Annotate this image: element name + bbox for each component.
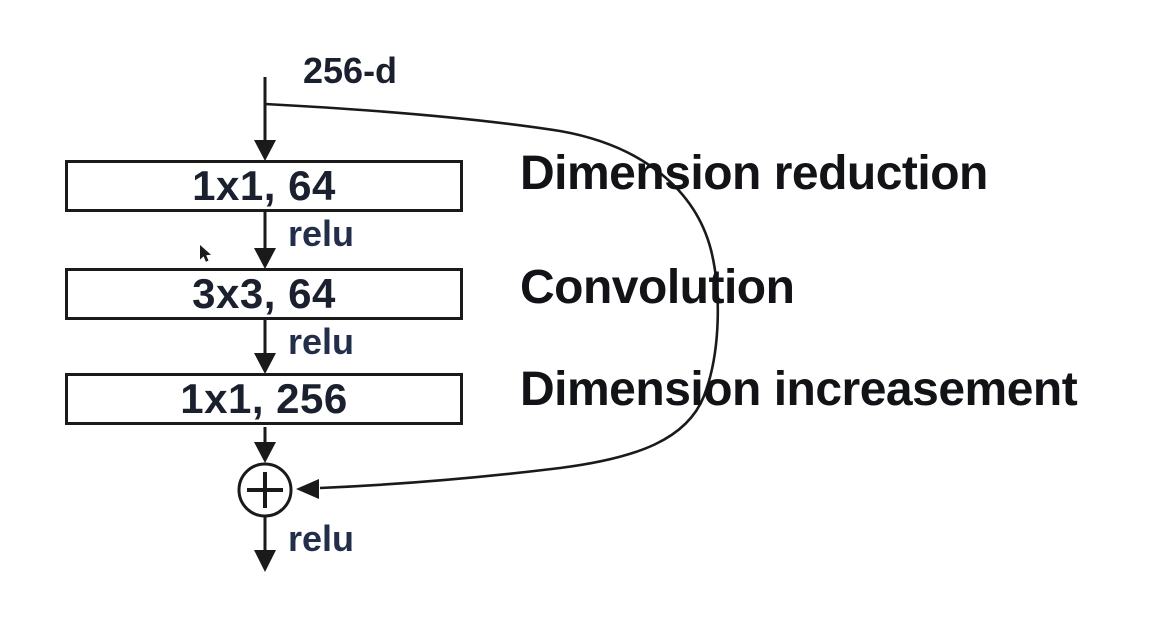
- arrowhead-into-box3: [254, 353, 276, 374]
- arrowhead-into-box2: [254, 248, 276, 269]
- annotation-dimension-reduction: Dimension reduction: [520, 147, 988, 200]
- mouse-cursor: [200, 245, 212, 262]
- conv-box-2-label: 3x3, 64: [192, 270, 336, 317]
- relu-label-1: relu: [288, 213, 355, 254]
- input-dimension-label: 256-d: [303, 50, 398, 91]
- annotation-convolution: Convolution: [520, 261, 795, 314]
- conv-box-1x1-64: 1x1, 64: [65, 160, 463, 212]
- arrowhead-output: [254, 550, 276, 572]
- arrowhead-into-box1: [254, 140, 276, 161]
- arrowhead-skip: [296, 479, 319, 499]
- relu-label-3: relu: [288, 518, 355, 559]
- skip-connection-curve: [264, 102, 720, 490]
- conv-box-3-label: 1x1, 256: [180, 375, 348, 422]
- relu-label-2: relu: [288, 321, 355, 362]
- arrowhead-into-sum: [254, 442, 276, 463]
- conv-box-1x1-256: 1x1, 256: [65, 373, 463, 425]
- annotation-dimension-increasement: Dimension increasement: [520, 363, 1078, 416]
- conv-box-3x3-64: 3x3, 64: [65, 268, 463, 320]
- plus-icon: [247, 472, 283, 508]
- conv-box-1-label: 1x1, 64: [192, 162, 336, 209]
